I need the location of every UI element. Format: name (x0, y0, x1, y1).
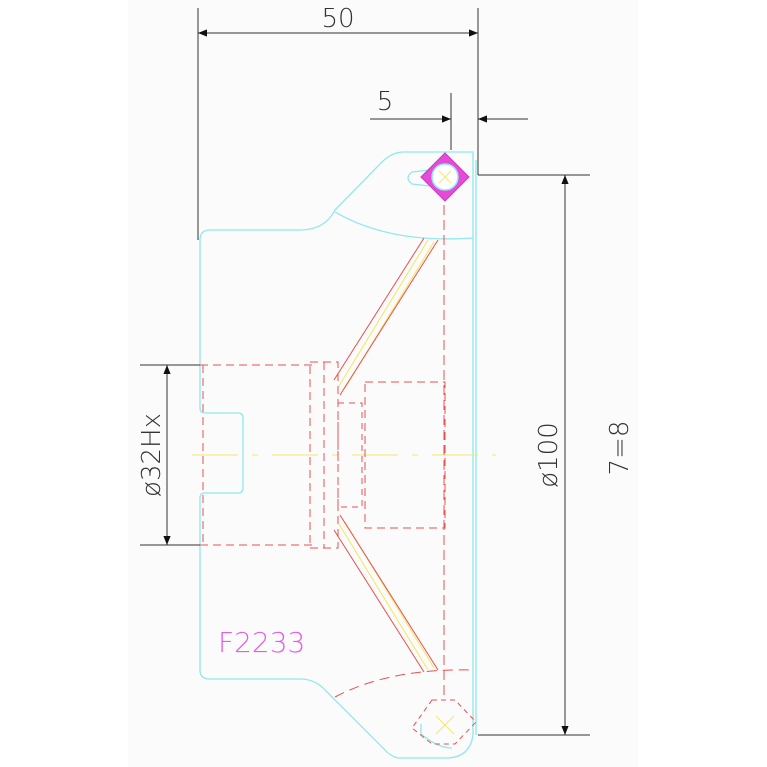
dim-offset-top: 5 (377, 87, 394, 117)
bottom-hole-marker (435, 715, 455, 735)
hidden-lines (200, 190, 477, 745)
drawing-sheet (128, 0, 638, 767)
top-hole-marker (420, 152, 470, 202)
centerlines (192, 239, 496, 671)
dim-width-top: 50 (321, 4, 354, 34)
dim-bore: ø32Hx (137, 413, 167, 497)
part-outline (199, 151, 477, 759)
dimension-lines (140, 8, 590, 736)
part-label: F2233 (218, 626, 305, 659)
dim-ratio: 7=8 (605, 421, 635, 476)
dim-outer-diameter: ø100 (534, 422, 564, 488)
